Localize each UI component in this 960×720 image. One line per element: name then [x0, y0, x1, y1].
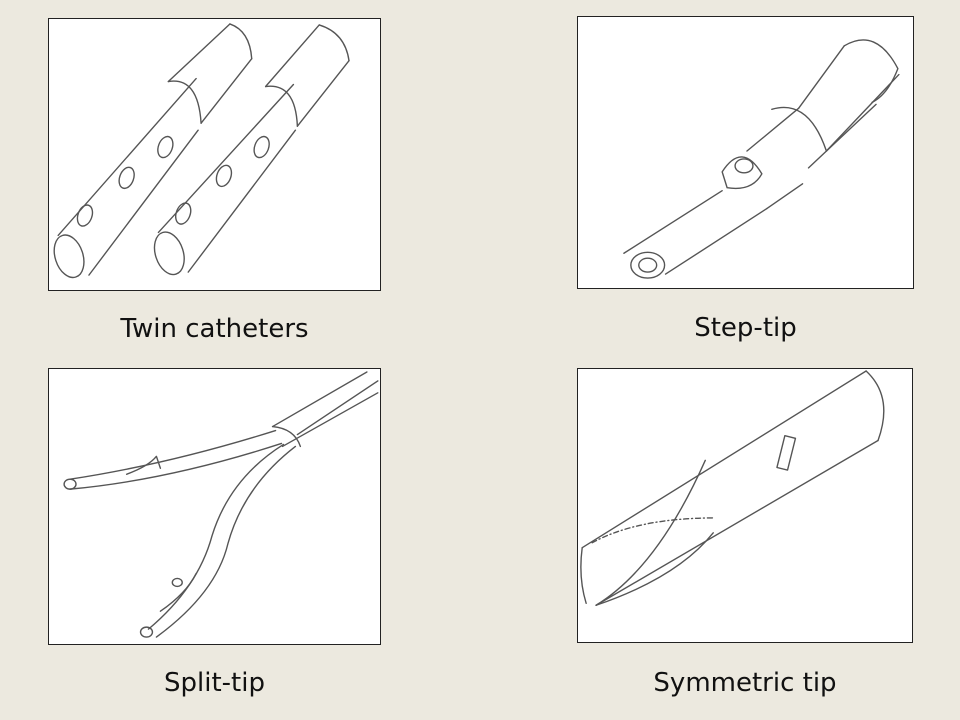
symmetric-tip-panel [577, 368, 913, 643]
twin-catheters-caption: Twin catheters [120, 314, 309, 344]
symmetric-tip-caption: Symmetric tip [653, 668, 837, 698]
step-tip-panel [577, 16, 914, 289]
twin-catheters-icon [53, 23, 350, 279]
symmetric-tip-catheter-icon [580, 370, 885, 606]
split-tip-panel [48, 368, 381, 645]
split-tip-catheter-icon [63, 371, 379, 638]
twin-catheters-panel [48, 18, 381, 291]
split-tip-caption: Split-tip [164, 668, 265, 698]
step-tip-caption: Step-tip [694, 313, 797, 343]
step-tip-catheter-icon [623, 39, 900, 279]
